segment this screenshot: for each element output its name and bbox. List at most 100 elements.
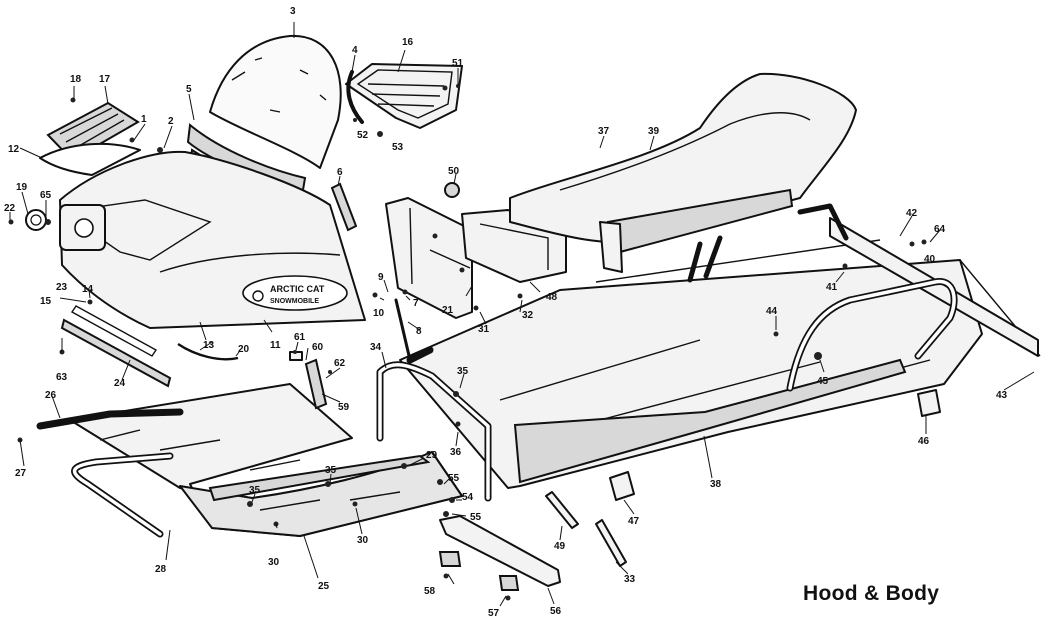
headlight-housing [345,63,463,129]
callout-56: 56 [550,606,562,617]
rear-grab-bar [786,278,958,392]
callout-26: 26 [45,390,57,401]
callout-33: 33 [624,574,636,585]
callout-64: 64 [934,224,946,235]
tunnel [399,239,1041,489]
callout-44: 44 [766,306,778,317]
rubber-mount-58 [438,551,462,567]
headlight-trim [346,70,364,124]
callout-10: 10 [373,308,385,319]
bracket-47 [609,471,635,501]
callout-40: 40 [924,254,936,265]
callout-24: 24 [114,378,126,389]
callout-60: 60 [312,342,324,353]
callout-11: 11 [270,340,281,351]
callout-62: 62 [334,358,346,369]
callout-14: 14 [82,284,94,295]
callout-8: 8 [416,326,422,337]
callout-35a: 35 [457,366,469,377]
callout-58: 58 [424,586,436,597]
callout-46: 46 [918,436,930,447]
bracket-33 [595,519,627,567]
callout-39: 39 [648,126,660,137]
callout-21: 21 [442,305,454,316]
callout-50: 50 [448,166,460,177]
callout-19: 19 [16,182,28,193]
belt-guard-rail [60,318,172,388]
callout-29: 29 [426,450,438,461]
callout-48: 48 [546,292,558,303]
hood-logo-emblem [242,275,348,311]
hood-logo-line1: ARCTIC CAT [270,284,325,294]
bulkhead-plate [385,197,473,319]
windshield [209,34,342,169]
callout-52: 52 [357,130,369,141]
callout-37: 37 [598,126,610,137]
callout-59: 59 [338,402,350,413]
callout-45: 45 [817,376,829,387]
bracket-46 [917,389,941,417]
callout-54: 54 [462,492,474,503]
diagram-title: Hood & Body [803,582,940,605]
callout-55a: 55 [448,473,460,484]
callout-labels: 1 2 3 4 5 6 7 8 9 10 11 12 13 14 15 16 1… [4,6,1008,619]
callout-30a: 30 [268,557,280,568]
callout-25: 25 [318,581,330,592]
latch-clip [289,351,303,361]
hood-seal [330,182,358,232]
callout-35c: 35 [249,485,261,496]
callout-57: 57 [488,608,500,619]
callout-61: 61 [294,332,306,343]
side-rail-strip [208,454,431,502]
rubber-mount-57 [498,575,520,591]
callout-38: 38 [710,479,722,490]
callout-3: 3 [290,6,296,17]
callout-32: 32 [522,310,534,321]
callout-51: 51 [452,58,464,69]
callout-30b: 30 [357,535,369,546]
callout-31: 31 [478,324,490,335]
callout-15: 15 [40,296,52,307]
callout-7: 7 [413,298,419,309]
mount-bracket-56 [439,515,561,587]
leader-lines [9,22,1035,607]
callout-41: 41 [826,282,838,293]
callout-55b: 55 [470,512,482,523]
rear-rail [829,217,1039,357]
callout-63: 63 [56,372,68,383]
callout-22: 22 [4,203,16,214]
headlight-ring [25,209,47,231]
hood-latch [304,358,328,410]
callout-35b: 35 [325,465,337,476]
callout-49: 49 [554,541,566,552]
callout-12: 12 [8,144,20,155]
callout-23: 23 [56,282,68,293]
callout-6: 6 [337,167,343,178]
hood-assembly: ARCTIC CAT SNOWMOBILE [25,34,366,329]
callout-34: 34 [370,342,382,353]
callout-47: 47 [628,516,640,527]
callout-16: 16 [402,37,414,48]
skid-runner [36,408,184,538]
callout-28: 28 [155,564,167,575]
callout-65: 65 [40,190,52,201]
callout-13: 13 [203,340,215,351]
callout-1: 1 [141,114,147,125]
callout-20: 20 [238,344,250,355]
callout-17: 17 [99,74,111,85]
front-bumper [376,346,492,502]
callout-4: 4 [352,45,358,56]
hood-logo-line2: SNOWMOBILE [270,298,319,305]
callout-5: 5 [186,84,192,95]
callout-2: 2 [168,116,174,127]
callout-27: 27 [15,468,27,479]
callout-43: 43 [996,390,1008,401]
hood-hinge-rod [394,298,412,362]
fasteners [8,84,927,601]
seat [509,72,857,273]
seat-support-frame [687,203,849,283]
callout-53: 53 [392,142,404,153]
bracket-49 [545,491,579,529]
callout-36: 36 [450,447,462,458]
